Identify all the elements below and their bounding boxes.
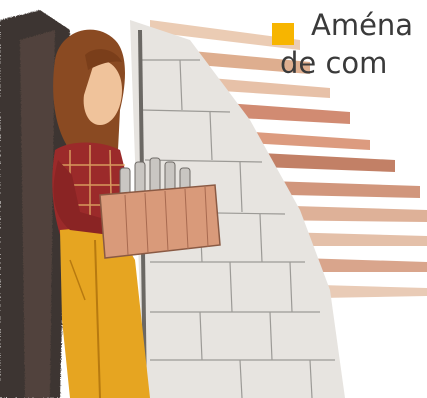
stone-wall — [130, 20, 345, 398]
orange-square-bullet-icon — [272, 16, 294, 45]
left-shadow — [0, 10, 70, 398]
crate-of-bottles — [99, 157, 221, 259]
caption-line-1: Aména — [272, 6, 427, 45]
caption-line-2: de com — [280, 46, 388, 80]
caption: Aména de com — [272, 6, 427, 82]
caption-line-1-text: Aména — [311, 8, 414, 42]
